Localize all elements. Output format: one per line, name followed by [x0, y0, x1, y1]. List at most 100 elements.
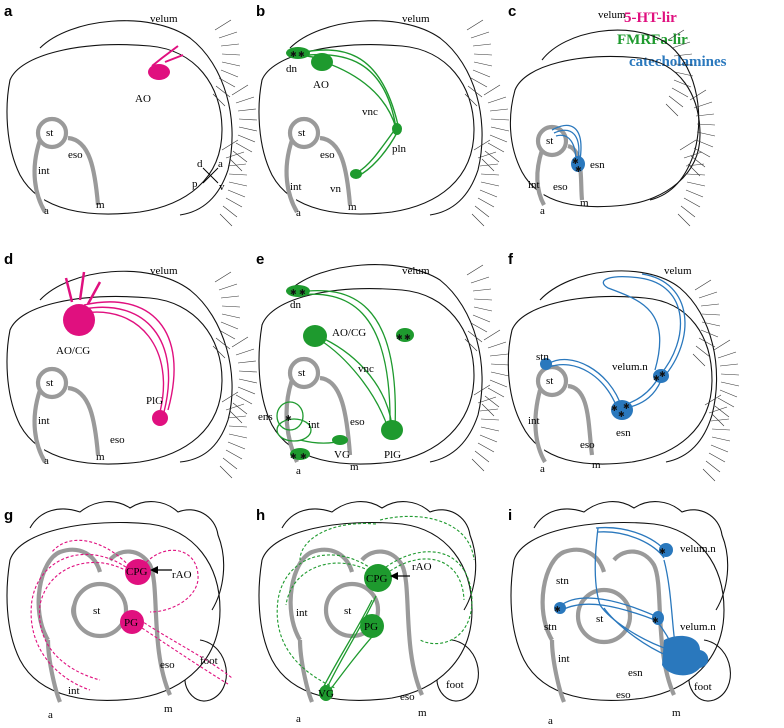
- pleural-ganglion: [152, 410, 168, 426]
- visceral-ganglion: [332, 435, 348, 445]
- label-int: int: [296, 607, 308, 619]
- panel-letter-g: g: [4, 507, 13, 524]
- pleural-ganglion: [381, 420, 403, 440]
- label-esn: esn: [590, 159, 605, 171]
- label-stn: stn: [556, 575, 569, 587]
- label-foot: foot: [694, 681, 712, 693]
- label-eso: eso: [580, 439, 595, 451]
- label-m: m: [672, 707, 681, 719]
- cerebropleural-ganglion: [125, 559, 151, 585]
- label-pln: pln: [392, 143, 407, 155]
- label-eso: eso: [160, 659, 175, 671]
- apical-organ-cerebral-ganglion: [63, 304, 95, 336]
- label-stn: stn: [536, 351, 549, 363]
- label-int: int: [528, 415, 540, 427]
- catecholamine-nerves: [547, 273, 686, 411]
- label-a: a: [44, 205, 49, 217]
- label-vnc: vnc: [362, 106, 378, 118]
- svg-text:p: p: [192, 178, 198, 190]
- legend-fmrfa: FMRFa-lir: [617, 32, 688, 48]
- fmrfa-nerves: [276, 289, 396, 444]
- body-outline: [6, 44, 223, 215]
- label-st: st: [46, 127, 53, 139]
- label-int: int: [38, 415, 50, 427]
- label-m: m: [348, 201, 357, 213]
- visceral-ganglion: [319, 685, 333, 701]
- label-pg: PG: [364, 621, 378, 633]
- pedal-ganglion: [360, 614, 384, 638]
- label-plg: PlG: [384, 449, 401, 461]
- orientation-compass: d a p v: [192, 158, 225, 193]
- panel-letter-h: h: [256, 507, 265, 524]
- label-cpg: CPG: [366, 573, 387, 585]
- apical-organ: [148, 64, 170, 80]
- apical-organ-cerebral-ganglion: [303, 325, 327, 347]
- panel-i: i velum.n stn stn st velum.n int e: [508, 501, 731, 727]
- stomach: [35, 116, 69, 150]
- label-m: m: [96, 451, 105, 463]
- label-m: m: [350, 461, 359, 473]
- gut-int: [32, 139, 47, 214]
- label-a: a: [296, 713, 301, 725]
- label-esn: esn: [628, 667, 643, 679]
- label-velum-n: velum.n: [612, 361, 648, 373]
- label-int: int: [68, 685, 80, 697]
- panel-letter-b: b: [256, 3, 265, 20]
- label-a: a: [44, 455, 49, 467]
- svg-text:v: v: [219, 181, 225, 193]
- label-st: st: [546, 375, 553, 387]
- label-m: m: [96, 199, 105, 211]
- label-a: a: [540, 205, 545, 217]
- label-st: st: [93, 605, 100, 617]
- label-eso: eso: [68, 149, 83, 161]
- label-st: st: [46, 377, 53, 389]
- pleural-neuron: [392, 123, 402, 135]
- label-st: st: [596, 613, 603, 625]
- label-int: int: [558, 653, 570, 665]
- label-ao: AO: [313, 79, 329, 91]
- label-vnc: vnc: [358, 363, 374, 375]
- label-a: a: [548, 715, 553, 727]
- label-m: m: [580, 197, 589, 209]
- panel-f: f velum stn velum.n st esn int eso: [507, 251, 740, 482]
- label-eso: eso: [616, 689, 631, 701]
- label-m: m: [164, 703, 173, 715]
- label-velum: velum: [150, 13, 178, 25]
- label-int: int: [290, 181, 302, 193]
- serotonin-nerves: [30, 539, 233, 691]
- label-velum: velum: [402, 13, 430, 25]
- legend-serotonin: 5-HT-lir: [624, 10, 677, 26]
- label-eso: eso: [400, 691, 415, 703]
- label-eso: eso: [350, 416, 365, 428]
- label-dn: dn: [286, 63, 298, 75]
- label-ao-cg: AO/CG: [332, 327, 366, 339]
- esophageal-neurons: [662, 635, 709, 676]
- panel-b: b dn AO velum vnc st eso pln i: [256, 3, 510, 227]
- label-vg: VG: [318, 688, 334, 700]
- label-st: st: [546, 135, 553, 147]
- svg-text:d: d: [197, 158, 203, 170]
- label-stn-lower: stn: [544, 621, 557, 633]
- label-velum: velum: [402, 265, 430, 277]
- fmrfa-nerves: [276, 515, 475, 689]
- label-a: a: [296, 465, 301, 477]
- label-pg: PG: [124, 617, 138, 629]
- serotonin-nerves: [83, 301, 175, 413]
- panel-letter-e: e: [256, 251, 264, 268]
- ao-cilia: [151, 45, 184, 67]
- label-rao: rAO: [412, 561, 432, 573]
- stomatogastric-neuron: [540, 358, 552, 370]
- label-vg: VG: [334, 449, 350, 461]
- ventral-neuron: [350, 169, 362, 179]
- svg-text:a: a: [218, 158, 223, 170]
- label-ens: ens: [258, 411, 273, 423]
- label-a: a: [296, 207, 301, 219]
- label-esn: esn: [616, 427, 631, 439]
- panel-d: d velum AO/CG st PlG int eso a m: [4, 251, 258, 479]
- apical-organ: [311, 53, 333, 71]
- panel-e: e velum dn AO/CG vn: [256, 251, 510, 477]
- panel-letter-c: c: [508, 3, 516, 20]
- label-velum-n-ventral: velum.n: [680, 621, 716, 633]
- panel-letter-f: f: [508, 251, 514, 268]
